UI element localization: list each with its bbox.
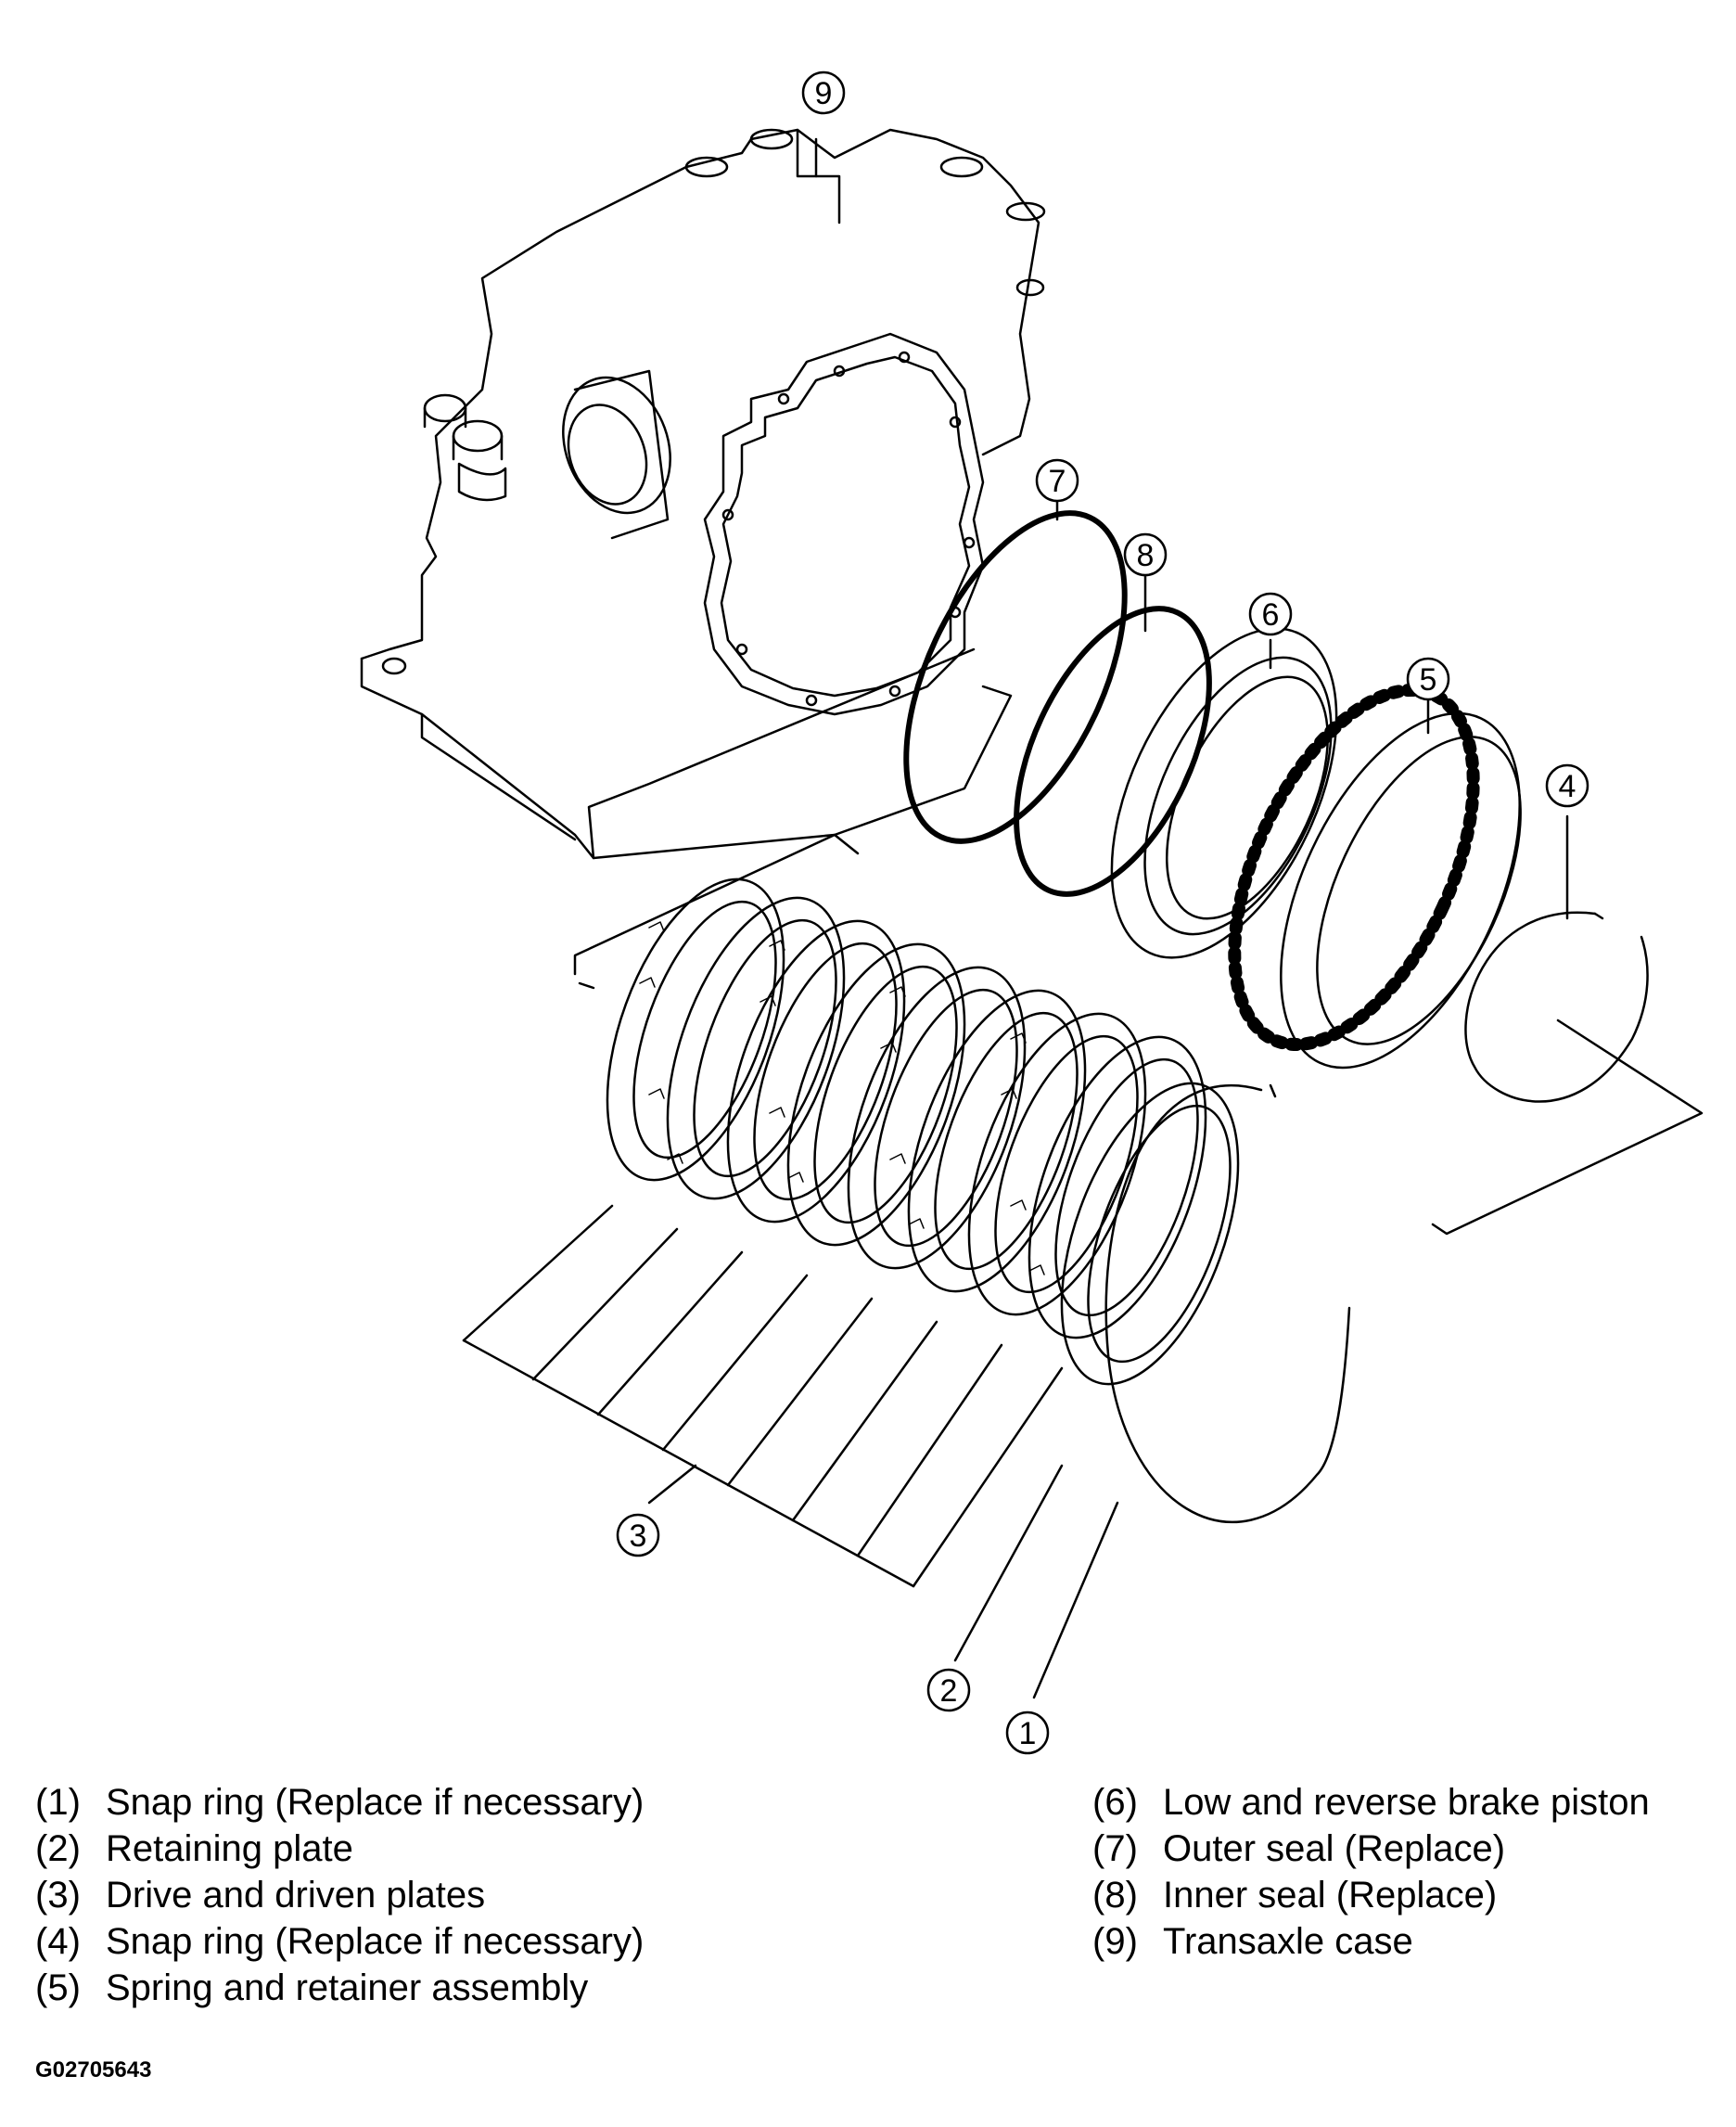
- inner-seal: [1014, 573, 1212, 897]
- legend-text: Drive and driven plates: [106, 1875, 486, 1916]
- callout-6-label: 6: [1262, 597, 1280, 633]
- callout-5-label: 5: [1420, 662, 1437, 698]
- legend-item-9: (9) Transaxle case: [1092, 1918, 1650, 1965]
- callout-8-label: 8: [1137, 538, 1155, 573]
- callout-7-label: 7: [1049, 464, 1066, 499]
- callout-9-label: 9: [815, 76, 833, 111]
- callout-5: 5: [1406, 657, 1450, 701]
- legend-text: Low and reverse brake piston: [1163, 1782, 1650, 1823]
- legend-number: (8): [1092, 1875, 1138, 1916]
- legend-item-4: (4) Snap ring (Replace if necessary): [35, 1918, 644, 1965]
- legend-item-5: (5) Spring and retainer assembly: [35, 1965, 644, 2011]
- callout-1-label: 1: [1019, 1716, 1037, 1751]
- transaxle-case: [360, 128, 1046, 860]
- legend-left-column: (1) Snap ring (Replace if necessary) (2)…: [35, 1779, 644, 2011]
- spring-and-retainer-assembly: [1228, 683, 1522, 1070]
- retaining-plate: [953, 1082, 1240, 1662]
- callout-4-label: 4: [1559, 769, 1576, 804]
- legend-text: Snap ring (Replace if necessary): [106, 1921, 645, 1962]
- legend-number: (4): [35, 1921, 81, 1962]
- legend-number: (7): [1092, 1828, 1138, 1869]
- legend-text: Snap ring (Replace if necessary): [106, 1782, 645, 1823]
- callout-2: 2: [926, 1668, 971, 1712]
- callout-3: 3: [616, 1513, 660, 1557]
- legend-item-1: (1) Snap ring (Replace if necessary): [35, 1779, 644, 1826]
- legend-item-3: (3) Drive and driven plates: [35, 1872, 644, 1918]
- legend-item-7: (7) Outer seal (Replace): [1092, 1826, 1650, 1872]
- callout-9: 9: [801, 70, 846, 115]
- callout-1: 1: [1005, 1711, 1050, 1755]
- snap-ring-4: [1431, 814, 1704, 1236]
- legend-text: Retaining plate: [106, 1828, 353, 1869]
- legend-item-2: (2) Retaining plate: [35, 1826, 644, 1872]
- callout-4: 4: [1545, 763, 1589, 808]
- legend-item-8: (8) Inner seal (Replace): [1092, 1872, 1650, 1918]
- callout-6: 6: [1248, 592, 1293, 636]
- legend-text: Transaxle case: [1163, 1921, 1413, 1962]
- legend-number: (9): [1092, 1921, 1138, 1962]
- callout-8: 8: [1123, 532, 1168, 577]
- legend-item-6: (6) Low and reverse brake piston: [1092, 1779, 1650, 1826]
- callout-3-label: 3: [630, 1518, 647, 1554]
- legend-number: (6): [1092, 1782, 1138, 1823]
- legend-text: Outer seal (Replace): [1163, 1828, 1506, 1869]
- legend-text: Inner seal (Replace): [1163, 1875, 1498, 1916]
- callout-7: 7: [1035, 458, 1079, 503]
- legend-right-column: (6) Low and reverse brake piston (7) Out…: [1092, 1779, 1650, 1965]
- legend-number: (1): [35, 1782, 81, 1823]
- snap-ring-1: [1032, 1083, 1351, 1699]
- drive-and-driven-plates: [462, 833, 1207, 1588]
- legend-text: Spring and retainer assembly: [106, 1967, 589, 2008]
- callout-2-label: 2: [940, 1673, 958, 1709]
- low-and-reverse-brake-piston: [1110, 627, 1338, 959]
- legend-number: (5): [35, 1967, 81, 2008]
- exploded-view-diagram: 1 2 3 4 5 6 7 8 9: [360, 70, 1704, 1755]
- figure-code: G02705643: [35, 2057, 152, 2082]
- legend-number: (2): [35, 1828, 81, 1869]
- legend-number: (3): [35, 1875, 81, 1916]
